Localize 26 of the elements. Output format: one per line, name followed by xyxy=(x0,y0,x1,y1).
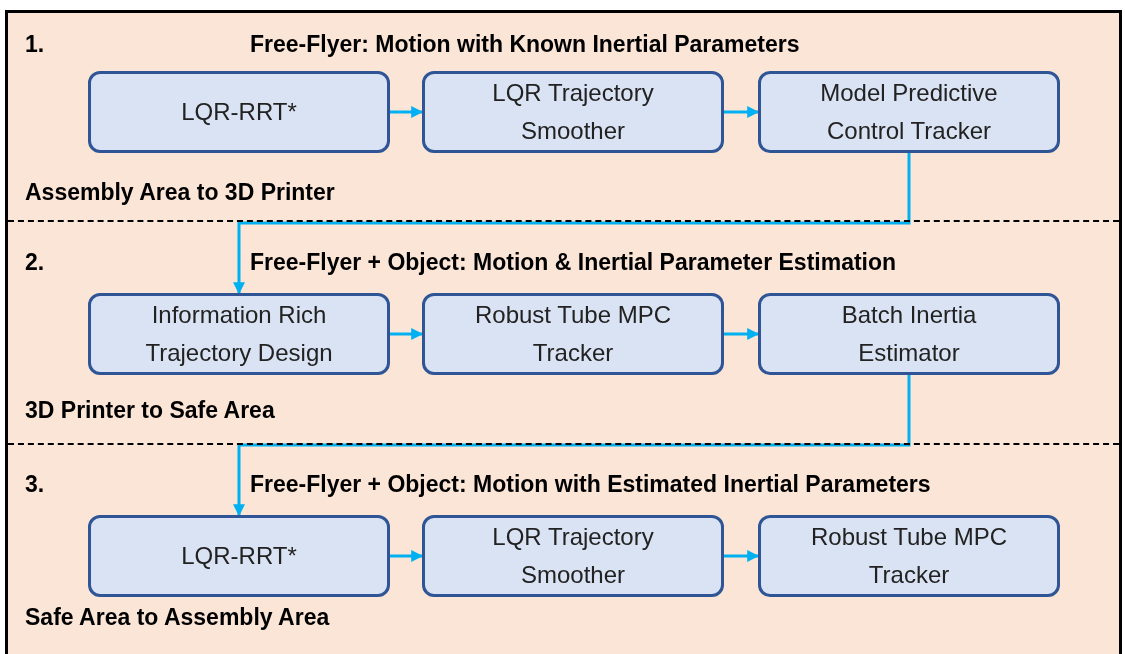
route-label: Assembly Area to 3D Printer xyxy=(25,181,335,204)
process-box: LQR Trajectory Smoother xyxy=(422,515,724,597)
process-box: LQR Trajectory Smoother xyxy=(422,71,724,153)
arrow xyxy=(233,153,911,295)
process-box: Batch Inertia Estimator xyxy=(758,293,1060,375)
process-box: Information Rich Trajectory Design xyxy=(88,293,390,375)
arrow xyxy=(390,328,424,340)
process-box: LQR-RRT* xyxy=(88,71,390,153)
arrow xyxy=(390,550,424,562)
stage-number: 1. xyxy=(25,33,45,56)
stage-number: 2. xyxy=(25,251,45,274)
arrow xyxy=(233,375,911,517)
process-box: Model Predictive Control Tracker xyxy=(758,71,1060,153)
arrow xyxy=(390,106,424,118)
arrow xyxy=(724,328,760,340)
route-label: Safe Area to Assembly Area xyxy=(25,606,330,629)
arrow xyxy=(724,106,760,118)
stage-number: 3. xyxy=(25,473,45,496)
process-box: LQR-RRT* xyxy=(88,515,390,597)
route-label: 3D Printer to Safe Area xyxy=(25,399,275,422)
process-box: Robust Tube MPC Tracker xyxy=(422,293,724,375)
stage-title: Free-Flyer + Object: Motion & Inertial Parameter Estimation xyxy=(250,251,897,274)
process-box: Robust Tube MPC Tracker xyxy=(758,515,1060,597)
stage-title: Free-Flyer + Object: Motion with Estimated Inertial Parameters xyxy=(250,473,931,496)
stage-title: Free-Flyer: Motion with Known Inertial Parameters xyxy=(250,33,800,56)
arrow xyxy=(724,550,760,562)
